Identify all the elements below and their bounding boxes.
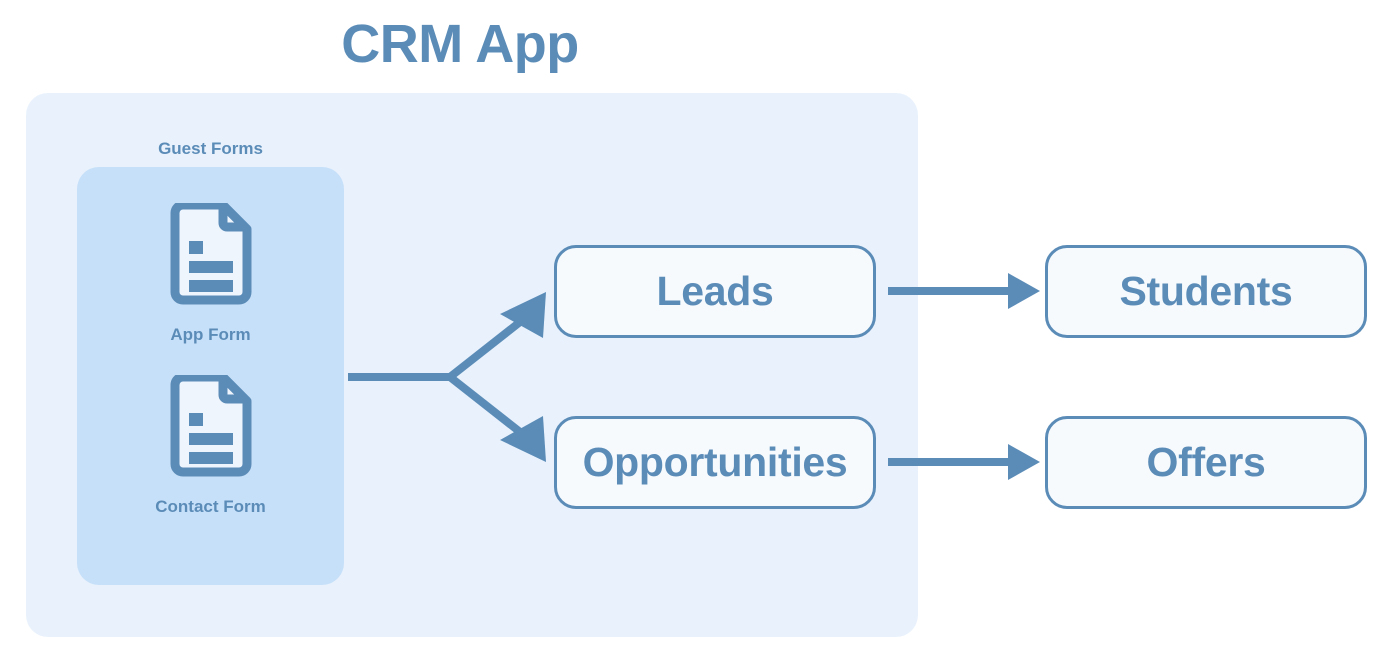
entity-box-students[interactable]: Students [1045,245,1367,338]
form-item-app-form[interactable]: App Form [77,200,344,345]
entity-label: Leads [656,268,774,314]
entity-label: Students [1119,268,1293,314]
form-item-contact-form[interactable]: Contact Form [77,372,344,517]
guest-forms-label: Guest Forms [158,139,263,158]
document-icon [77,200,344,313]
entity-label: Offers [1146,439,1266,485]
entity-label: Opportunities [582,439,848,485]
entity-box-opportunities[interactable]: Opportunities [554,416,876,509]
form-item-label: Contact Form [155,497,266,516]
arrowhead-leads-to-students [1008,273,1040,309]
page-title: CRM App [341,14,579,74]
document-icon [77,372,344,485]
arrowhead-opportunities-to-offers [1008,444,1040,480]
entity-box-offers[interactable]: Offers [1045,416,1367,509]
form-item-label: App Form [170,325,251,344]
entity-box-leads[interactable]: Leads [554,245,876,338]
